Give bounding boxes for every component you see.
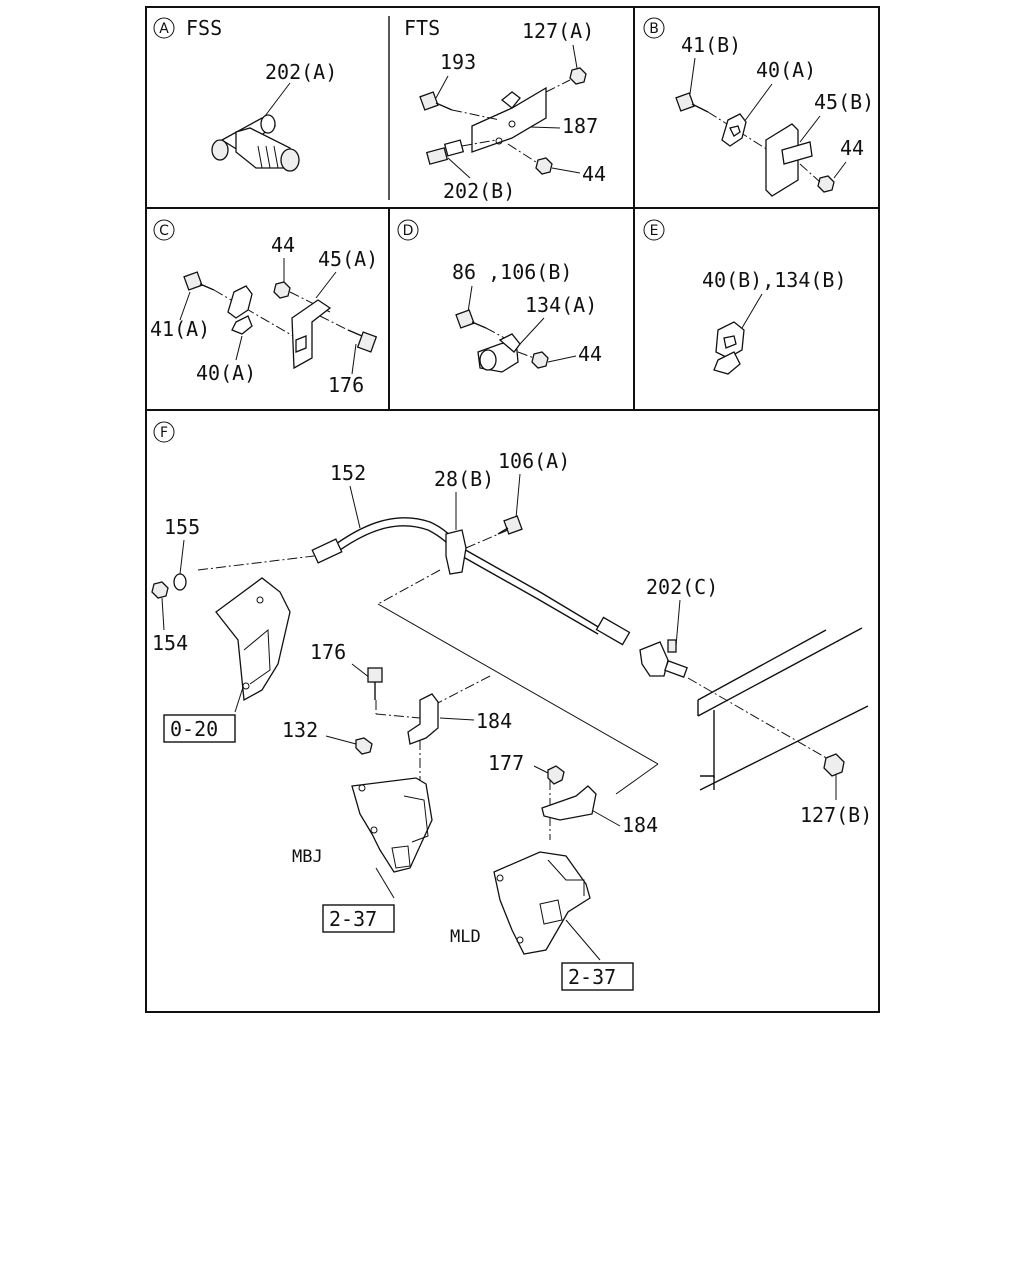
bracket-184-lower-part bbox=[541, 785, 597, 821]
panel-marker-e-letter: E bbox=[650, 223, 659, 239]
callout-106a: 106(A) bbox=[498, 449, 570, 473]
panel-a-fts: FTS 127(A) 193 187 202(B) 44 bbox=[404, 16, 606, 203]
clip-40b-part bbox=[713, 321, 745, 375]
panel-f: F 152 28(B) 106(A) 155 154 202(C) 176 18… bbox=[151, 421, 872, 991]
nut-44-b-part bbox=[799, 163, 835, 193]
nut-154-part bbox=[151, 581, 169, 599]
callout-86-106b: 86 ,106(B) bbox=[452, 260, 572, 284]
variant-label-mbj: MBJ bbox=[292, 847, 323, 867]
bolt-41a-part bbox=[183, 271, 301, 341]
bracket-mbj-part bbox=[351, 777, 433, 873]
panel-marker-d bbox=[397, 219, 419, 241]
bracket-0-20-part bbox=[215, 577, 291, 702]
callout-155: 155 bbox=[164, 515, 200, 539]
panel-marker-a bbox=[153, 17, 175, 39]
assembly-guide-lines bbox=[375, 569, 659, 840]
ref-label-2-37-mld: 2-37 bbox=[568, 965, 616, 989]
diagram-frame bbox=[145, 6, 880, 1013]
panel-marker-a-letter: A bbox=[159, 21, 169, 37]
callout-40b-134b: 40(B),134(B) bbox=[702, 268, 847, 292]
nut-132-part bbox=[355, 737, 373, 755]
variant-label-mld: MLD bbox=[450, 927, 481, 947]
clip-40a-b-part bbox=[721, 113, 747, 147]
nut-127a-part bbox=[545, 67, 587, 93]
panel-marker-c-letter: C bbox=[159, 223, 169, 239]
callout-134a: 134(A) bbox=[525, 293, 597, 317]
frame-rail-part bbox=[697, 627, 869, 791]
variant-label-fss: FSS bbox=[186, 16, 222, 40]
bolt-106a-part bbox=[497, 515, 523, 535]
panel-marker-b bbox=[643, 17, 665, 39]
callout-202c: 202(C) bbox=[646, 575, 718, 599]
bracket-187-part bbox=[471, 86, 547, 153]
bolt-41b-part bbox=[675, 92, 769, 151]
callout-40a-b: 40(A) bbox=[756, 58, 816, 82]
panel-marker-f bbox=[153, 421, 175, 443]
callout-177: 177 bbox=[488, 751, 524, 775]
nut-44-a-part bbox=[507, 143, 553, 175]
ref-label-2-37-mbj: 2-37 bbox=[329, 907, 377, 931]
bolt-176-c-part bbox=[319, 315, 378, 353]
nut-127b-part bbox=[823, 753, 845, 777]
tee-connector-part bbox=[211, 114, 300, 172]
callout-127b: 127(B) bbox=[800, 803, 872, 827]
panel-e: E 40(B),134(B) bbox=[643, 219, 847, 375]
bracket-mld-part bbox=[493, 851, 591, 955]
callout-41b: 41(B) bbox=[681, 33, 741, 57]
bracket-184-upper-part bbox=[407, 693, 439, 745]
ref-box-2-37-mld bbox=[561, 962, 634, 991]
bolt-193-part bbox=[419, 91, 501, 121]
callout-45a: 45(A) bbox=[318, 247, 378, 271]
panel-a: A FSS 202(A) bbox=[153, 16, 337, 172]
callout-45b: 45(B) bbox=[814, 90, 874, 114]
bolt-176-f-part bbox=[367, 667, 383, 700]
callout-202a: 202(A) bbox=[265, 60, 337, 84]
ref-box-0-20 bbox=[163, 714, 236, 743]
callout-193: 193 bbox=[440, 50, 476, 74]
callout-28b: 28(B) bbox=[434, 467, 494, 491]
callout-44-d: 44 bbox=[578, 342, 602, 366]
clip-40a-c-part bbox=[227, 285, 253, 335]
bolt-86-part bbox=[455, 309, 513, 343]
panel-marker-e bbox=[643, 219, 665, 241]
callout-184-upper: 184 bbox=[476, 709, 512, 733]
ref-box-2-37-mbj bbox=[322, 904, 395, 933]
panel-marker-d-letter: D bbox=[403, 223, 414, 239]
callout-44-a: 44 bbox=[582, 162, 606, 186]
callout-176-f: 176 bbox=[310, 640, 346, 664]
callout-184-lower: 184 bbox=[622, 813, 658, 837]
washer-155-part bbox=[173, 573, 187, 591]
callout-40a-c: 40(A) bbox=[196, 361, 256, 385]
panel-marker-f-letter: F bbox=[160, 425, 168, 441]
callout-152: 152 bbox=[330, 461, 366, 485]
bracket-45a-part bbox=[291, 299, 332, 370]
nut-44-d-part bbox=[517, 351, 549, 369]
clamp-28b-part bbox=[445, 529, 509, 575]
callout-127a: 127(A) bbox=[522, 19, 594, 43]
bracket-45b-part bbox=[765, 123, 813, 197]
variant-label-fts: FTS bbox=[404, 16, 440, 40]
callout-176-c: 176 bbox=[328, 373, 364, 397]
callout-44-c: 44 bbox=[271, 233, 295, 257]
callout-187: 187 bbox=[562, 114, 598, 138]
callout-202b: 202(B) bbox=[443, 179, 515, 203]
panel-marker-b-letter: B bbox=[649, 21, 659, 37]
ref-label-0-20: 0-20 bbox=[170, 717, 218, 741]
panel-c: C 44 45(A) 41(A) 40(A) 176 bbox=[150, 219, 378, 397]
fitting-202b-part bbox=[425, 139, 497, 165]
panel-marker-c bbox=[153, 219, 175, 241]
panel-d: D 86 ,106(B) 134(A) 44 bbox=[397, 219, 602, 373]
callout-44-b: 44 bbox=[840, 136, 864, 160]
callout-41a: 41(A) bbox=[150, 317, 210, 341]
connector-202c-part bbox=[639, 639, 831, 761]
nut-177-part bbox=[547, 765, 565, 785]
callout-154: 154 bbox=[152, 631, 188, 655]
panel-b: B 41(B) 40(A) 45(B) 44 bbox=[643, 17, 874, 197]
clamp-134a-part bbox=[477, 333, 521, 373]
callout-132: 132 bbox=[282, 718, 318, 742]
